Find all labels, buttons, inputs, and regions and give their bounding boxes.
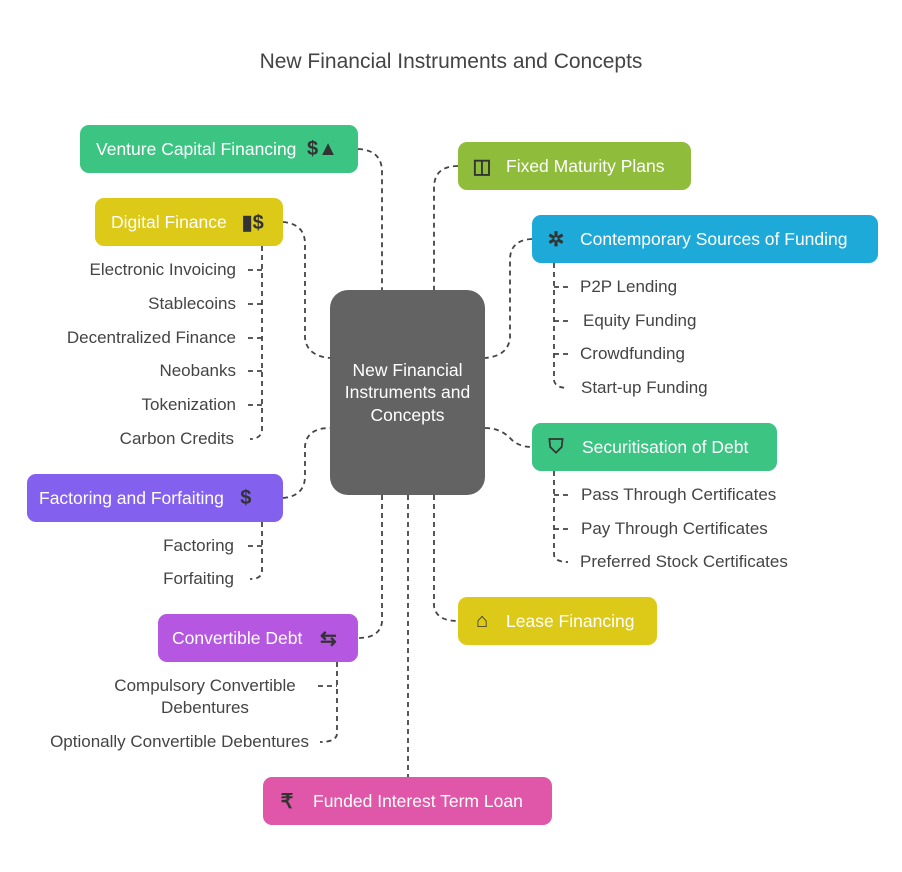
leaf-item: Neobanks <box>159 361 236 380</box>
connector-factoring <box>282 427 331 499</box>
node-label: Convertible Debt <box>172 627 303 648</box>
convertible-debt-node[interactable]: Convertible Debt ⇆ <box>158 614 358 662</box>
rocket-dollar-icon: $▲ <box>306 137 338 160</box>
node-label: Venture Capital Financing <box>96 138 297 159</box>
connector-convertible-items <box>318 662 338 743</box>
connector-lease <box>433 495 459 622</box>
leaf-item: P2P Lending <box>580 277 678 296</box>
leaf-item: Carbon Credits <box>119 429 234 448</box>
leaf-item: Pay Through Certificates <box>581 519 768 538</box>
node-label: Securitisation of Debt <box>582 436 749 457</box>
invoice-dollar-icon: $ <box>240 486 252 509</box>
contemporary-sources-of-funding-node[interactable]: ✲ Contemporary Sources of Funding <box>532 215 878 263</box>
leaf-item: Factoring <box>163 536 234 555</box>
node-label: Fixed Maturity Plans <box>506 155 665 176</box>
fixed-maturity-plans-node[interactable]: ◫ Fixed Maturity Plans <box>458 142 691 190</box>
currency-exchange-icon: ⇆ <box>319 627 337 650</box>
connector-venture <box>357 148 383 290</box>
leaf-item: Decentralized Finance <box>66 328 236 347</box>
connector-digital-items <box>248 246 263 440</box>
network-dollar-icon: ✲ <box>547 228 565 251</box>
connector-digital <box>282 221 331 359</box>
leaf-item: Preferred Stock Certificates <box>580 552 788 571</box>
map-icon: ◫ <box>472 155 492 178</box>
venture-capital-financing-node[interactable]: Venture Capital Financing $▲ <box>80 125 358 173</box>
diagram-title: New Financial Instruments and Concepts <box>259 50 643 73</box>
leaf-item: Pass Through Certificates <box>581 485 777 504</box>
lease-financing-node[interactable]: ⌂ Lease Financing <box>458 597 657 645</box>
connector-convertible <box>357 495 383 639</box>
connector-securitisation <box>484 427 533 448</box>
connector-fixed <box>433 165 459 290</box>
leaf-item: Equity Funding <box>583 311 697 330</box>
leaf-item: Stablecoins <box>148 294 236 313</box>
shield-building-icon: ⛉ <box>548 435 564 458</box>
funded-interest-term-loan-node[interactable]: ₹ Funded Interest Term Loan <box>263 777 552 825</box>
node-label: Factoring and Forfaiting <box>39 487 224 508</box>
connector-contemporary <box>484 238 533 359</box>
leaf-item: Crowdfunding <box>580 344 685 363</box>
securitisation-of-debt-node[interactable]: ⛉ Securitisation of Debt <box>532 423 777 471</box>
house-lease-icon: ⌂ <box>475 609 489 632</box>
node-label: Funded Interest Term Loan <box>313 790 523 811</box>
leaf-item: Forfaiting <box>163 569 234 588</box>
leaf-item: Electronic Invoicing <box>89 260 236 279</box>
factoring-and-forfaiting-node[interactable]: Factoring and Forfaiting $ <box>27 474 283 522</box>
connector-securitisation-items <box>553 471 570 563</box>
leaf-item: Start-up Funding <box>581 378 708 397</box>
leaf-item: Compulsory Convertible Debentures <box>114 676 296 717</box>
central-topic: New Financial Instruments and Concepts <box>330 290 485 495</box>
rupee-growth-icon: ₹ <box>280 790 294 813</box>
leaf-item: Tokenization <box>141 395 236 414</box>
digital-finance-node[interactable]: Digital Finance ▮$ <box>95 198 283 246</box>
connector-contemporary-items <box>553 263 570 389</box>
connector-factoring-items <box>248 522 263 580</box>
node-label: Lease Financing <box>506 610 635 631</box>
mobile-payment-icon: ▮$ <box>241 211 264 234</box>
node-label: Contemporary Sources of Funding <box>580 228 848 249</box>
leaf-item: Optionally Convertible Debentures <box>50 732 309 751</box>
node-label: Digital Finance <box>111 211 227 232</box>
